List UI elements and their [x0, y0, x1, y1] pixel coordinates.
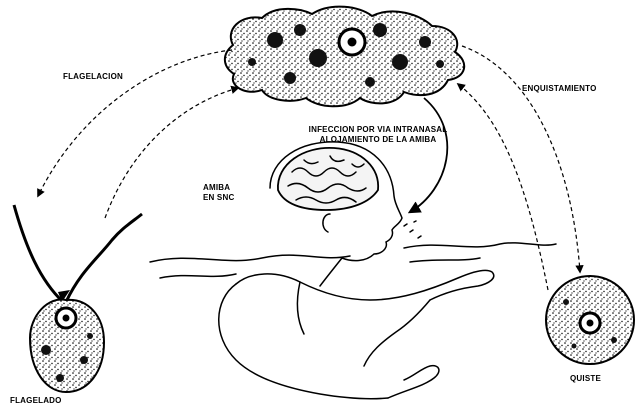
label-infeccion: INFECCION POR VIA INTRANASAL ALOJAMIENTO…	[278, 125, 478, 145]
arrow-enquistamiento	[462, 46, 580, 272]
arrow-infection	[410, 98, 447, 212]
label-flagelado: FLAGELADO	[10, 396, 62, 406]
flagellate-icon	[14, 205, 142, 392]
label-infeccion-line1: INFECCION POR VIA INTRANASAL	[278, 125, 478, 135]
label-infeccion-line2: ALOJAMIENTO DE LA AMIBA	[278, 135, 478, 145]
label-amiba-line2: EN SNC	[203, 193, 234, 203]
label-enquistamiento: ENQUISTAMIENTO	[522, 84, 597, 94]
swimmer-icon	[150, 142, 556, 399]
label-flagelacion: FLAGELACION	[63, 72, 123, 82]
label-amiba: AMIBA EN SNC	[203, 183, 234, 203]
ameba-icon	[225, 7, 464, 107]
label-amiba-line1: AMIBA	[203, 183, 234, 193]
cyst-icon	[546, 276, 634, 364]
label-quiste: QUISTE	[570, 374, 601, 384]
